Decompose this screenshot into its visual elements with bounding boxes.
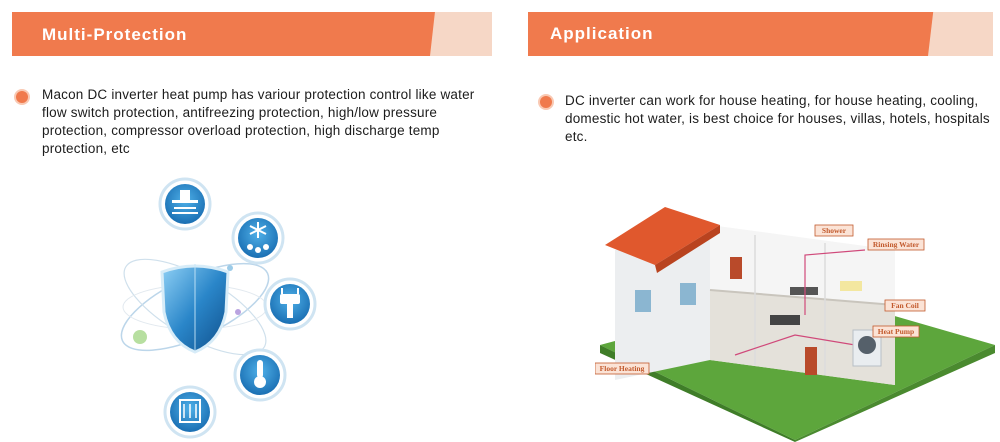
svg-text:Shower: Shower: [822, 226, 847, 235]
multi-protection-banner: Multi-Protection: [12, 12, 492, 56]
svg-text:Heat Pump: Heat Pump: [878, 327, 914, 336]
thermometer-icon: [233, 348, 287, 402]
shield-icon: [160, 264, 230, 354]
label-fan-coil: Fan Coil: [884, 299, 926, 312]
protection-graphic: [120, 177, 317, 439]
bullet-icon: [16, 91, 28, 103]
water-flow-switch-icon: [158, 177, 212, 231]
svg-text:Fan Coil: Fan Coil: [891, 301, 919, 310]
application-banner: Application: [528, 12, 993, 56]
multi-protection-description: Macon DC inverter heat pump has variour …: [42, 87, 475, 156]
multi-protection-title: Multi-Protection: [42, 25, 188, 44]
svg-text:Floor Heating: Floor Heating: [600, 364, 645, 373]
compressor-icon: [163, 385, 217, 439]
multi-protection-panel: Multi-Protection Macon DC inverter heat …: [12, 12, 492, 439]
antifreeze-icon: [231, 211, 285, 265]
label-floor-heating: Floor Heating: [595, 362, 650, 375]
application-panel: Application DC inverter can work for hou…: [500, 0, 1000, 442]
label-heat-pump: Heat Pump: [872, 325, 920, 338]
label-shower: Shower: [814, 224, 854, 237]
pressure-gauge-icon: [263, 277, 317, 331]
house-cutaway-illustration: Shower Rinsing Water Fan Coil Heat Pump …: [595, 207, 995, 442]
svg-text:Rinsing Water: Rinsing Water: [873, 240, 920, 249]
bullet-icon: [540, 96, 552, 108]
label-rinsing-water: Rinsing Water: [867, 238, 925, 251]
application-title: Application: [550, 24, 654, 43]
application-description: DC inverter can work for house heating, …: [565, 93, 990, 144]
